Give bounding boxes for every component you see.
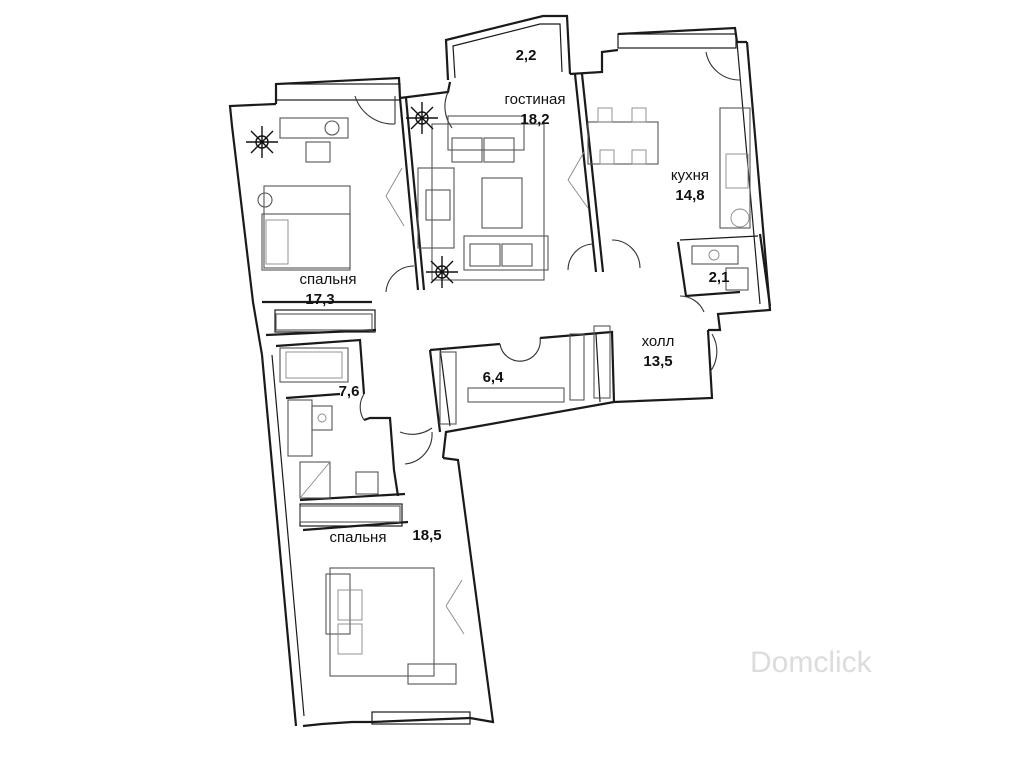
wardrobe-hatch [275,313,611,523]
room-labels: 2,2 гостиная 18,2 кухня 14,8 2,1 спальня… [300,47,730,546]
bathroom-area: 7,6 [339,383,360,400]
interior-walls [262,73,772,532]
closet-area: 6,4 [483,369,505,386]
kitchen-area: 14,8 [675,187,704,204]
bedroom2-area: 18,5 [412,527,441,544]
wc-area: 2,1 [709,269,730,286]
doors [354,51,741,465]
bedroom1-name: спальня [300,271,357,288]
exterior-walls [228,14,772,728]
hall-area: 13,5 [643,353,672,370]
hall-name: холл [642,333,675,350]
balcony-area: 2,2 [516,47,537,64]
bedroom1-area: 17,3 [305,291,334,308]
bedroom2-name: спальня [330,529,387,546]
watermark: Domclick [750,646,873,679]
plants [246,102,458,288]
living-room-name: гостиная [505,91,566,108]
furniture [257,107,751,685]
kitchen-name: кухня [671,167,709,184]
living-room-area: 18,2 [520,111,549,128]
